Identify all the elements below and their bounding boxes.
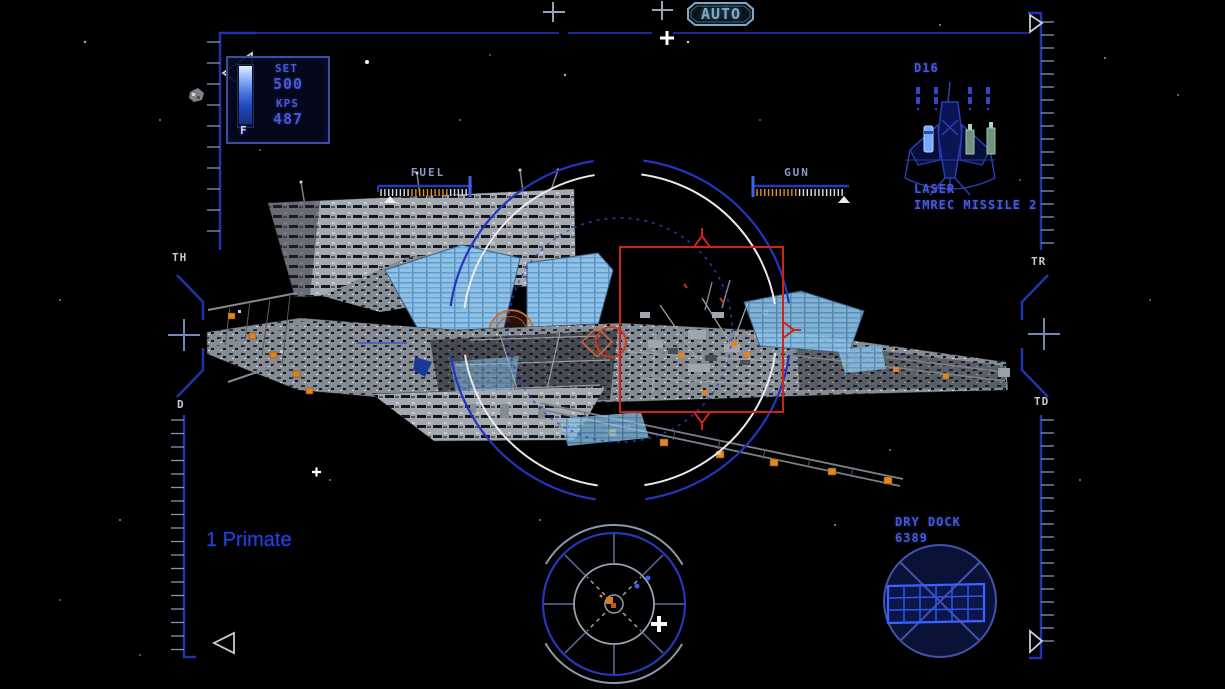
fuel-gauge bbox=[377, 176, 472, 203]
bracket-cross-icon bbox=[1028, 318, 1060, 350]
gun-gauge-label: GUN bbox=[784, 166, 810, 179]
marker-td: TD bbox=[1034, 395, 1050, 408]
target-name: DRY DOCK bbox=[895, 515, 961, 529]
gun-pointer-icon bbox=[838, 196, 850, 203]
station-left-arm bbox=[207, 292, 317, 395]
top-frame-line bbox=[245, 1, 1029, 45]
set-speed-value: 500 bbox=[273, 75, 304, 93]
radar-contact-blip bbox=[645, 575, 651, 581]
radar-display bbox=[534, 524, 694, 684]
missile-icon bbox=[965, 129, 975, 155]
radar-contact-blip bbox=[634, 583, 640, 589]
itts-reticle bbox=[580, 325, 627, 359]
loadout-ship-id: D16 bbox=[914, 61, 939, 75]
bracket-cross-icon bbox=[168, 319, 200, 351]
target-view-display bbox=[883, 544, 997, 658]
asteroid bbox=[189, 88, 204, 102]
missile-icon bbox=[986, 127, 996, 155]
marker-th: TH bbox=[172, 251, 188, 264]
radar-target-blip bbox=[606, 597, 613, 604]
ruler-pointer-icon bbox=[1029, 629, 1044, 655]
auto-badge bbox=[687, 1, 754, 26]
station-lower-boom bbox=[539, 402, 904, 487]
waypoint-star-icon bbox=[660, 31, 674, 45]
kps-label: KPS bbox=[276, 97, 299, 110]
ruler-pointer-icon bbox=[211, 631, 235, 655]
target-box bbox=[619, 228, 801, 430]
autopilot-indicator: AUTO bbox=[700, 5, 742, 23]
fuel-gauge-label: FUEL bbox=[410, 166, 446, 179]
hardpoint-markers bbox=[916, 87, 990, 110]
ruler-pointer-icon bbox=[1029, 13, 1044, 34]
selected-missile-label: IMREC MISSILE 2 bbox=[914, 198, 1038, 212]
frame-cross-icon bbox=[543, 2, 565, 22]
marker-tr: TR bbox=[1031, 255, 1047, 268]
star-cross bbox=[312, 467, 321, 477]
speed-gauge-bar bbox=[239, 66, 252, 124]
fuel-full-label: F bbox=[240, 124, 248, 137]
kps-value: 487 bbox=[273, 110, 304, 128]
left-bracket bbox=[168, 274, 205, 398]
left-ruler bbox=[171, 31, 256, 659]
targeting-reticle bbox=[447, 157, 793, 503]
marker-d: D bbox=[177, 398, 185, 411]
frame-cross-icon bbox=[652, 1, 673, 20]
target-wireframe bbox=[886, 582, 986, 625]
selected-missile-icon bbox=[923, 125, 934, 153]
set-speed-label: SET bbox=[275, 62, 298, 75]
comm-text: 1 Primate bbox=[206, 529, 292, 551]
selected-gun-label: LASER bbox=[914, 182, 956, 196]
gun-gauge bbox=[751, 176, 850, 203]
missile-icons bbox=[923, 122, 996, 155]
target-distance: 6389 bbox=[895, 531, 928, 545]
starfield bbox=[59, 24, 1179, 656]
fuel-pointer-icon bbox=[384, 196, 396, 203]
right-ruler bbox=[1028, 11, 1054, 660]
radar-cursor-icon bbox=[651, 616, 667, 632]
right-bracket bbox=[1020, 274, 1060, 398]
